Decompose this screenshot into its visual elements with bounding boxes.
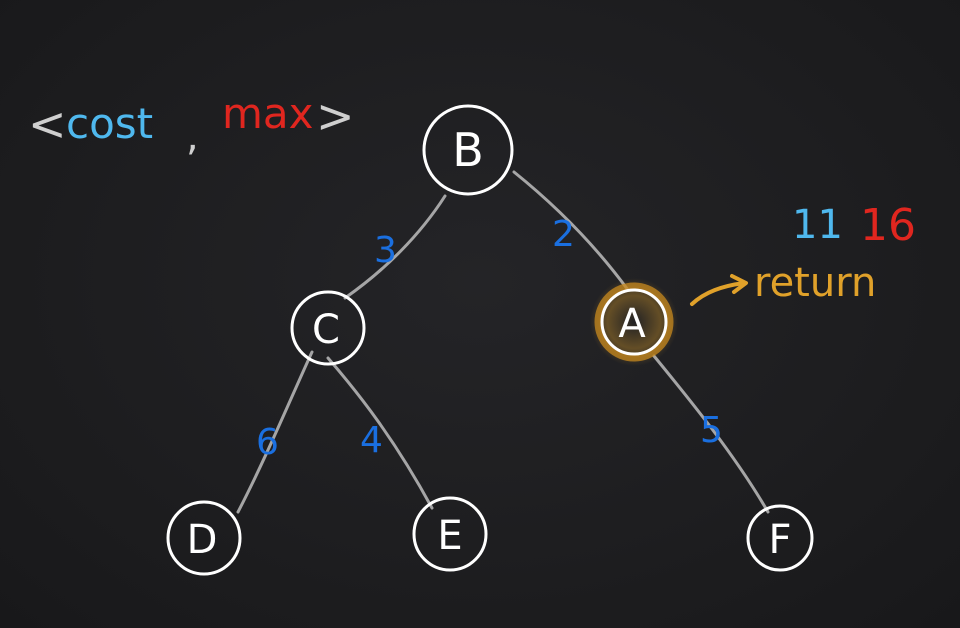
legend: < cost , max > <box>28 89 355 160</box>
edge-weight-b-c: 3 <box>374 230 397 271</box>
edge-weight-c-d: 6 <box>256 422 279 463</box>
node-a-highlight-ring <box>594 282 674 362</box>
nodes: B C A D E F <box>166 104 814 576</box>
edge-c-e <box>326 356 434 510</box>
node-e-label: E <box>437 513 462 559</box>
legend-open-bracket: < <box>28 97 67 151</box>
edge-weights: 3 2 6 4 5 <box>256 214 723 463</box>
edges <box>236 170 770 514</box>
node-e: E <box>412 496 488 572</box>
node-c: C <box>290 290 366 366</box>
node-a: A <box>600 288 668 356</box>
edge-weight-b-a: 2 <box>552 214 575 255</box>
annotation-cost-value: 11 <box>792 202 843 248</box>
edge-c-d <box>236 350 314 514</box>
legend-max-label: max <box>222 89 314 138</box>
edge-weight-c-e: 4 <box>360 420 383 461</box>
node-b: B <box>422 104 514 196</box>
annotation-max-value: 16 <box>860 200 916 251</box>
legend-cost-label: cost <box>66 99 153 148</box>
node-c-label: C <box>312 307 340 353</box>
arrow-icon <box>690 274 748 306</box>
node-d: D <box>166 500 242 576</box>
node-b-label: B <box>452 123 484 177</box>
annotation-return-text: return <box>754 260 876 306</box>
edge-a-f <box>652 354 770 514</box>
edge-b-c <box>343 194 447 300</box>
edge-b-a <box>512 170 630 292</box>
legend-separator: , <box>186 114 199 160</box>
node-d-label: D <box>187 517 218 563</box>
node-f: F <box>746 504 814 572</box>
annotation: 11 16 return <box>690 200 916 306</box>
edge-weight-a-f: 5 <box>700 410 723 451</box>
legend-close-bracket: > <box>316 89 355 143</box>
node-f-label: F <box>768 517 791 563</box>
node-a-label: A <box>618 301 646 347</box>
